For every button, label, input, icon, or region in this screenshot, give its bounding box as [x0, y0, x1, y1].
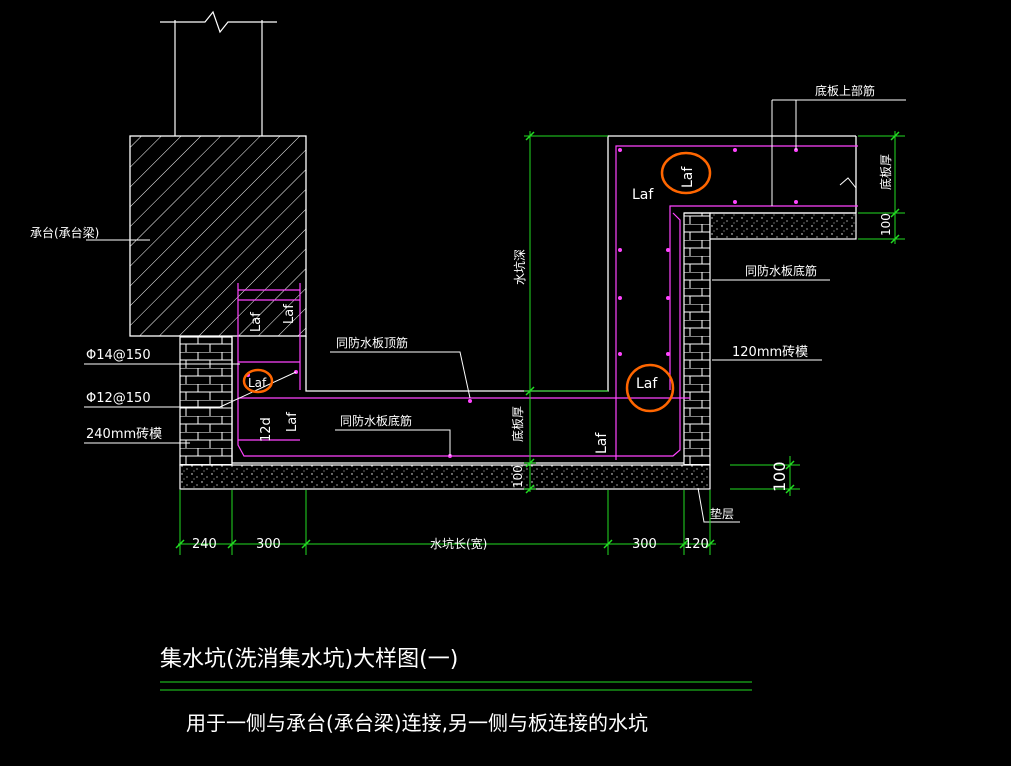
title-subtitle: 用于一侧与承台(承台梁)连接,另一侧与板连接的水坑	[186, 711, 648, 735]
rebar-lines	[237, 145, 858, 460]
label-laf-cap-2: Laf	[282, 304, 297, 324]
label-same-slab-bottom: 同防水板底筋	[340, 413, 412, 428]
label-pit-depth: 水坑深	[512, 249, 527, 285]
slab-cushion	[709, 212, 857, 240]
label-12d: 12d	[259, 417, 274, 442]
dim-240: 240	[192, 537, 217, 552]
leader-lines	[84, 99, 906, 523]
label-same-slab-bottom-right: 同防水板底筋	[745, 263, 817, 278]
label-laf-right-lower: Laf	[594, 432, 610, 454]
label-rebar-top-slab: 底板上部筋	[815, 83, 875, 98]
label-bottom-thickness: 底板厚	[510, 406, 525, 442]
label-phi14: Φ14@150	[86, 348, 151, 363]
dimension-lines	[160, 131, 905, 691]
label-laf-circled-right: Laf	[636, 376, 658, 392]
label-phi12: Φ12@150	[86, 391, 151, 406]
label-cushion: 垫层	[710, 506, 734, 521]
dimension-text: 240 300 水坑长(宽) 300 120	[192, 536, 709, 552]
pit-outline	[231, 135, 857, 464]
brick-wall-240	[179, 336, 233, 466]
label-laf-cap-1: Laf	[249, 312, 264, 332]
dim-300-left: 300	[256, 537, 281, 552]
title-main: 集水坑(洗消集水坑)大样图(一)	[160, 647, 458, 672]
label-same-slab-top: 同防水板顶筋	[336, 335, 408, 350]
pile-cap	[129, 135, 307, 337]
label-brick-240: 240mm砖模	[86, 427, 162, 442]
dim-pit-width: 水坑长(宽)	[430, 536, 487, 551]
rebar-dots	[246, 148, 798, 458]
dim-300-right: 300	[632, 537, 657, 552]
highlight-circle-top	[660, 151, 712, 195]
highlight-circle-left	[242, 368, 274, 394]
label-laf-right-top: Laf	[632, 187, 654, 203]
dimension-ticks	[175, 131, 900, 549]
label-laf-circled-top: Laf	[680, 166, 696, 188]
dim-120: 120	[684, 537, 709, 552]
label-cap: 承台(承台梁)	[30, 225, 99, 240]
brick-wall-120	[683, 212, 711, 466]
label-dim-100-far-right: 100	[770, 461, 789, 492]
highlight-marks	[242, 151, 712, 413]
bottom-cushion	[179, 464, 711, 490]
label-slab-thickness: 底板厚	[878, 154, 893, 190]
label-laf-circled-left: Laf	[248, 376, 267, 390]
label-dim-100-bottom: 100	[511, 465, 525, 488]
label-brick-120: 120mm砖模	[732, 345, 808, 360]
highlight-circle-right	[625, 363, 675, 413]
column-outline	[160, 10, 277, 136]
annotation-text: 承台(承台梁) Φ14@150 Φ12@150 240mm砖模 同防水板顶筋 同…	[30, 83, 893, 521]
label-laf-left-lower: Laf	[285, 412, 300, 432]
label-dim-100-right: 100	[879, 213, 893, 236]
